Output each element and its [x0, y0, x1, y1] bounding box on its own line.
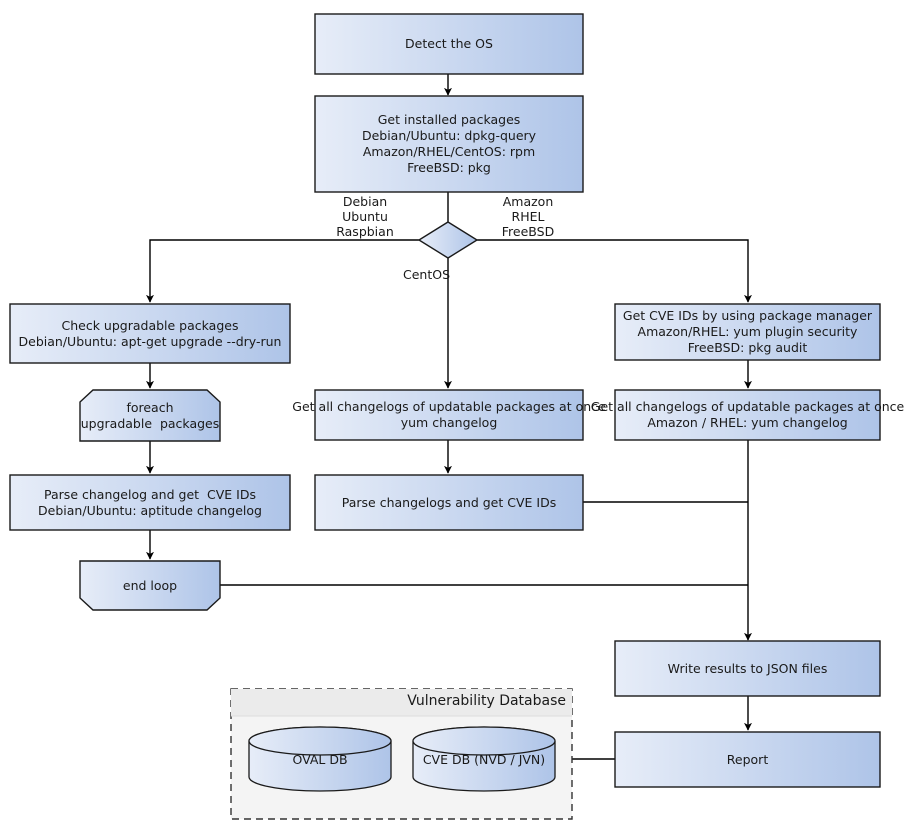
node-changelogs-yum[interactable]	[314, 389, 584, 441]
node-changelogs-amzn[interactable]	[614, 389, 881, 441]
node-report[interactable]	[614, 731, 881, 788]
node-detect-os-label: Detect the OS	[405, 36, 493, 51]
node-check-upgradable-label: Check upgradable packages Debian/Ubuntu:…	[18, 317, 282, 349]
node-cve-db[interactable]	[412, 726, 556, 792]
node-parse-changelog[interactable]	[9, 474, 291, 531]
node-parse-changelog-label: Parse changelog and get CVE IDs Debian/U…	[38, 486, 262, 518]
node-changelogs-yum-label: Get all changelogs of updatable packages…	[292, 399, 606, 430]
node-end-loop[interactable]	[79, 560, 221, 611]
node-report-label: Report	[726, 751, 769, 767]
node-write-json[interactable]	[614, 640, 881, 697]
node-parse-changelogs[interactable]	[314, 474, 584, 531]
edge-decision-to-get-cve	[477, 239, 752, 303]
node-detect-os[interactable]	[314, 13, 584, 75]
node-get-installed-label: Get installed packages Debian/Ubuntu: dp…	[361, 112, 537, 175]
node-get-installed[interactable]	[314, 95, 584, 193]
node-parse-changelogs-label: Parse changelogs and get CVE IDs	[341, 494, 557, 510]
node-foreach-loop[interactable]	[79, 389, 221, 442]
node-foreach-loop-label: foreach upgradable packages	[80, 399, 220, 431]
node-check-upgradable[interactable]	[9, 303, 291, 364]
node-get-cve-pkgmgr[interactable]	[614, 303, 881, 361]
node-oval-db[interactable]	[248, 726, 392, 792]
node-end-loop-label: end loop	[122, 577, 178, 593]
node-changelogs-amzn-label: Get all changelogs of updatable packages…	[590, 399, 905, 430]
edge-decision-to-check-upgradable	[146, 239, 419, 303]
node-os-decision[interactable]	[417, 221, 479, 259]
node-write-json-label: Write results to JSON files	[667, 660, 828, 676]
node-get-cve-pkgmgr-label: Get CVE IDs by using package manager Ama…	[622, 308, 873, 355]
